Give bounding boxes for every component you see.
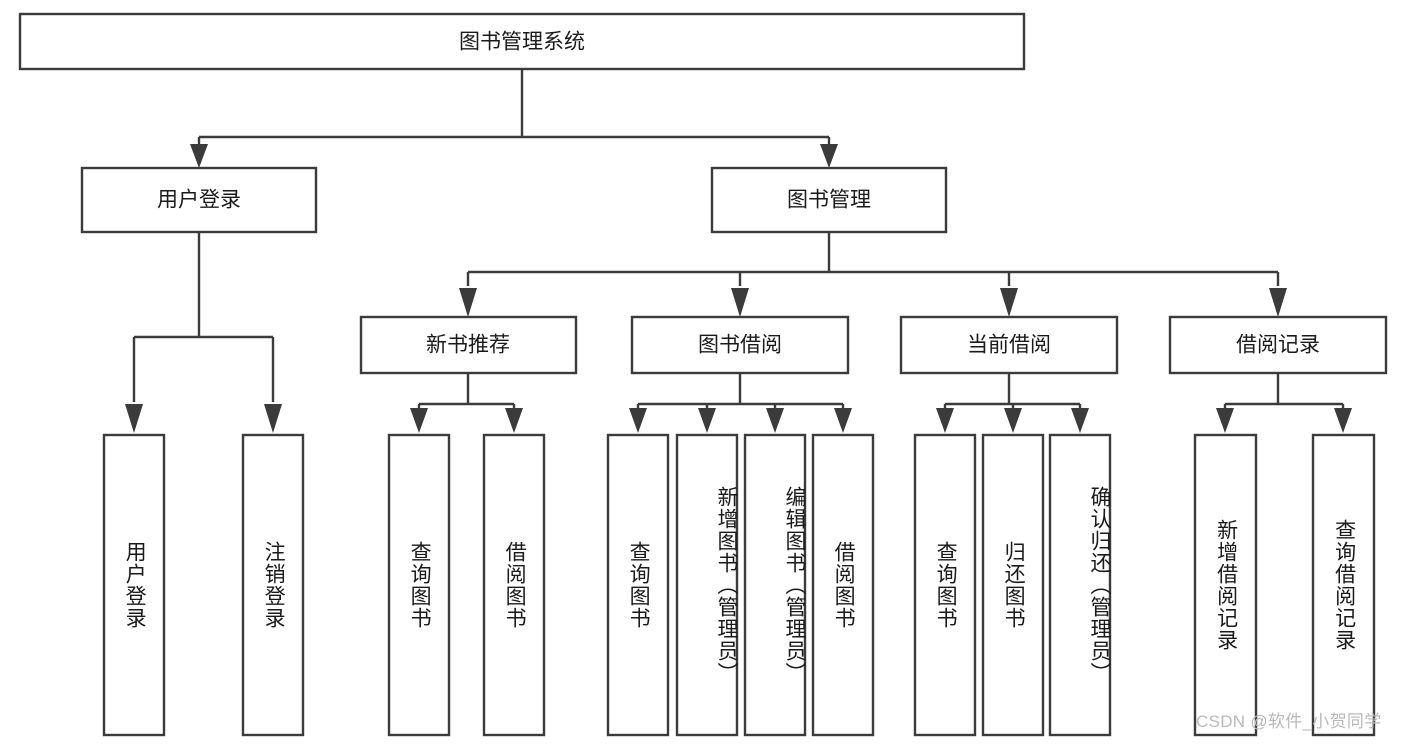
node-label-current-borrow: 当前借阅	[967, 334, 1051, 357]
node-box-leaf-borrow-book-b[interactable]	[811, 433, 875, 737]
node-box-leaf-user-login[interactable]	[102, 433, 166, 737]
csdn-watermark: CSDN @软件_小贺同学	[1196, 712, 1382, 731]
edge-arrow-to-borrow-book-2	[834, 408, 852, 433]
edge-arrow-to-book-borrow	[731, 288, 749, 317]
edge-arrow-to-edit-book	[766, 408, 784, 433]
edge-arrow-to-query-record	[1334, 408, 1352, 433]
node-box-root[interactable]	[18, 12, 1026, 71]
node-box-leaf-edit-book-admin[interactable]	[743, 433, 807, 737]
edge-bookborrow-trunk	[636, 373, 845, 412]
edge-arrow-to-query-book-1	[410, 408, 428, 433]
edge-arrow-to-add-record	[1216, 408, 1234, 433]
node-box-leaf-query-borrow-record[interactable]	[1311, 433, 1376, 737]
edge-arrow-to-logout-leaf	[264, 404, 282, 433]
edge-arrow-to-add-book	[698, 408, 716, 433]
node-label-root: 图书管理系统	[459, 31, 585, 54]
node-label-new-book-recommend: 新书推荐	[426, 334, 510, 357]
node-label-book-management: 图书管理	[787, 189, 871, 212]
edge-borrowrecord-trunk	[1223, 373, 1345, 412]
node-label-book-borrow: 图书借阅	[698, 334, 782, 357]
node-label-borrow-records: 借阅记录	[1236, 334, 1320, 357]
node-box-leaf-logout[interactable]	[241, 433, 305, 737]
node-box-leaf-borrow-book-a[interactable]	[482, 433, 546, 737]
node-box-leaf-add-book-admin[interactable]	[675, 433, 739, 737]
edge-root-trunk	[197, 69, 831, 150]
node-box-user-login[interactable]	[80, 166, 318, 234]
edge-arrow-to-borrow-records	[1269, 288, 1287, 317]
node-box-book-management[interactable]	[710, 166, 948, 234]
edge-userlogin-trunk	[132, 232, 275, 402]
node-box-book-borrow[interactable]	[630, 315, 850, 375]
nodes-layer: 图书管理系统 用户登录 图书管理 新书推荐 图书借阅 当前借阅 借阅记录	[18, 12, 1388, 737]
edge-arrow-to-borrow-book-1	[505, 408, 523, 433]
edge-arrow-to-new-book-rec	[459, 288, 477, 317]
node-box-leaf-confirm-return-admin[interactable]	[1048, 433, 1112, 737]
node-label-user-login: 用户登录	[157, 189, 241, 212]
edge-arrow-to-current-borrow	[1000, 288, 1018, 317]
edge-currentborrow-trunk	[943, 373, 1082, 412]
node-box-leaf-add-borrow-record[interactable]	[1193, 433, 1258, 737]
edge-arrow-root-to-user-login	[190, 144, 208, 168]
node-box-new-book-recommend[interactable]	[359, 315, 578, 375]
edge-arrow-root-to-book-mgmt	[820, 144, 838, 168]
edge-bookmgmt-trunk	[466, 232, 1280, 286]
node-box-borrow-records[interactable]	[1168, 315, 1388, 375]
edge-arrow-to-query-book-3	[936, 408, 954, 433]
node-box-leaf-query-book-a[interactable]	[387, 433, 451, 737]
node-box-leaf-query-book-b[interactable]	[606, 433, 670, 737]
edge-arrow-to-query-book-2	[629, 408, 647, 433]
edge-arrow-to-return-book	[1004, 408, 1022, 433]
node-box-leaf-return-book[interactable]	[981, 433, 1045, 737]
node-box-leaf-query-book-c[interactable]	[913, 433, 977, 737]
edge-arrow-to-user-login-leaf	[125, 404, 143, 433]
node-box-current-borrow[interactable]	[899, 315, 1119, 375]
edge-arrow-to-confirm-return	[1071, 408, 1089, 433]
edge-newbook-trunk	[417, 373, 516, 412]
edges-layer	[125, 69, 1352, 433]
